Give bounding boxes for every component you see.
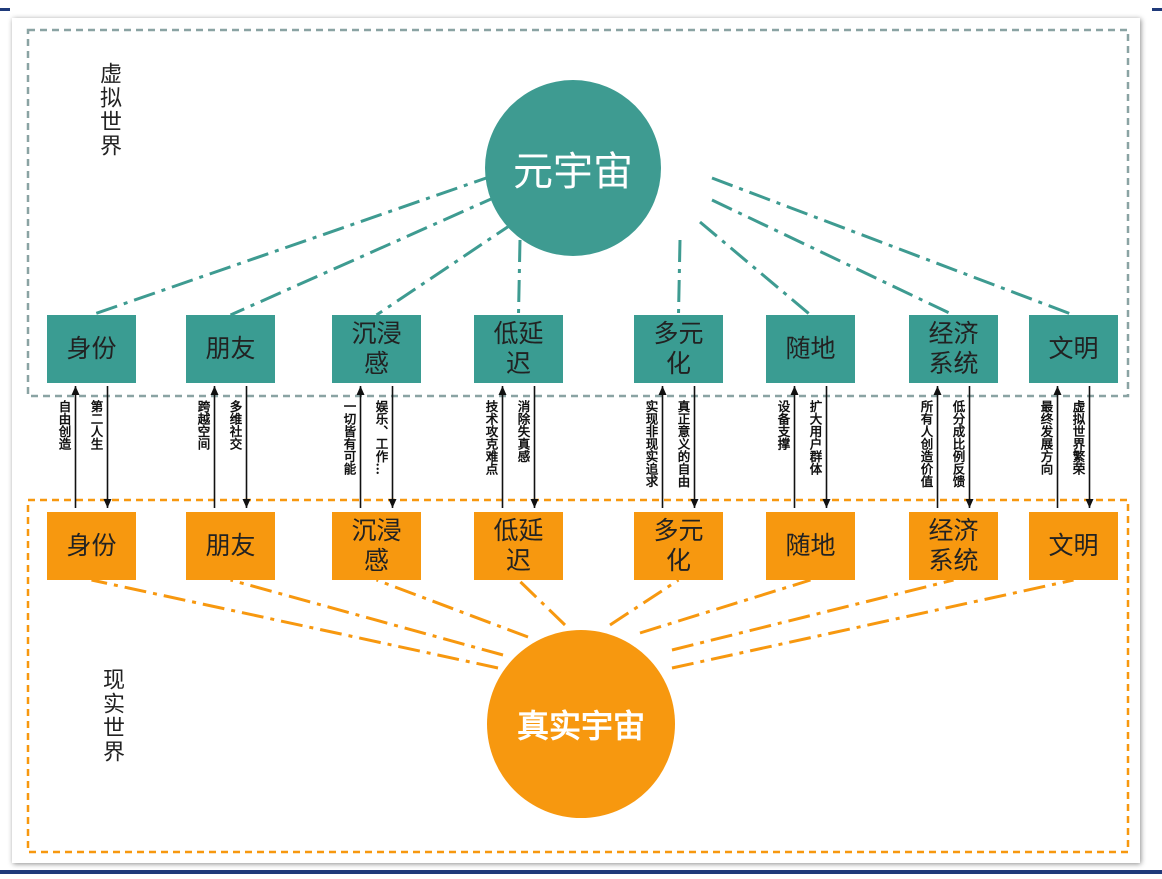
- real_world-box-1: 朋友: [186, 512, 275, 580]
- up-label-0: 自由创造: [56, 400, 72, 450]
- real-link-3: [517, 578, 567, 627]
- real-link-2: [375, 578, 529, 639]
- bottom-rule: [0, 870, 1162, 874]
- real-link-4: [609, 578, 680, 627]
- virtual-world-frame: [26, 28, 1130, 398]
- real_world-box-3: 低延 迟: [474, 512, 563, 580]
- virtual_world-box-0: 身份: [47, 315, 136, 383]
- up-arrow-1-head: [210, 386, 219, 395]
- down-arrow-3-head: [530, 499, 539, 508]
- down-label-7: 虚拟世界繁荣: [1070, 400, 1086, 475]
- up-label-2: 一切皆有可能: [341, 400, 357, 475]
- up-arrow-6-head: [933, 386, 942, 395]
- up-label-1: 跨越空间: [195, 400, 211, 450]
- virtual_world-box-5: 随地: [766, 315, 855, 383]
- down-arrow-1-head: [242, 499, 251, 508]
- up-label-7: 最终发展方向: [1038, 400, 1054, 475]
- real-world-frame: [26, 498, 1130, 854]
- down-arrow-5-head: [822, 499, 831, 508]
- down-label-6: 低分成比例反馈: [950, 400, 966, 488]
- real-link-6: [671, 578, 954, 652]
- real-link-1: [230, 578, 504, 657]
- up-label-6: 所有人创造价值: [918, 400, 934, 488]
- virtual_world-box-7: 文明: [1029, 315, 1118, 383]
- up-arrow-0-head: [71, 386, 80, 395]
- down-arrow-2-head: [388, 499, 397, 508]
- real_world-box-0: 身份: [47, 512, 136, 580]
- metaverse-circle: 元宇宙: [485, 80, 661, 256]
- real_world-box-6: 经济 系统: [909, 512, 998, 580]
- virtual-link-7: [711, 176, 1075, 317]
- down-label-2: 娱乐、工作…: [373, 400, 389, 475]
- up-arrow-4-head: [658, 386, 667, 395]
- up-label-5: 设备支撑: [775, 400, 791, 450]
- virtual-world-label: 虚拟世界: [96, 62, 121, 158]
- down-arrow-7-head: [1085, 499, 1094, 508]
- up-arrow-7-head: [1053, 386, 1062, 395]
- virtual-link-3: [517, 239, 522, 316]
- real-link-5: [639, 578, 811, 635]
- real-universe-circle: 真实宇宙: [487, 630, 675, 818]
- virtual-link-4: [677, 239, 682, 316]
- real_world-box-4: 多元 化: [634, 512, 723, 580]
- virtual-link-1: [229, 193, 501, 317]
- virtual_world-box-1: 朋友: [186, 315, 275, 383]
- down-label-4: 真正意义的自由: [675, 400, 691, 488]
- virtual_world-box-3: 低延 迟: [474, 315, 563, 383]
- real_world-box-2: 沉浸 感: [332, 512, 421, 580]
- down-arrow-0-head: [103, 499, 112, 508]
- virtual_world-box-2: 沉浸 感: [332, 315, 421, 383]
- up-arrow-2-head: [356, 386, 365, 395]
- top-right-accent: [1152, 8, 1162, 11]
- real-world-label: 现实世界: [99, 668, 124, 764]
- real-link-7: [671, 578, 1074, 670]
- up-arrow-5-head: [790, 386, 799, 395]
- down-label-1: 多维社交: [227, 400, 243, 450]
- down-label-5: 扩大用户群体: [807, 400, 823, 475]
- virtual-link-2: [375, 220, 516, 317]
- virtual-dashdot-links: [91, 173, 1075, 317]
- real_world-box-5: 随地: [766, 512, 855, 580]
- virtual-link-6: [711, 198, 955, 317]
- real-link-0: [91, 578, 499, 670]
- real-dashdot-links: [91, 578, 1074, 670]
- virtual_world-box-6: 经济 系统: [909, 315, 998, 383]
- virtual-link-0: [91, 173, 496, 317]
- real_world-box-7: 文明: [1029, 512, 1118, 580]
- down-label-3: 消除失真感: [515, 400, 531, 463]
- down-arrow-6-head: [965, 499, 974, 508]
- down-arrow-4-head: [690, 499, 699, 508]
- connector-arrows: [71, 386, 1094, 508]
- virtual-link-5: [699, 220, 812, 317]
- up-label-3: 技术攻克难点: [483, 400, 499, 475]
- top-left-accent: [0, 8, 10, 11]
- up-label-4: 实现非现实追求: [643, 400, 659, 488]
- virtual_world-box-4: 多元 化: [634, 315, 723, 383]
- up-arrow-3-head: [498, 386, 507, 395]
- down-label-0: 第二人生: [88, 400, 104, 450]
